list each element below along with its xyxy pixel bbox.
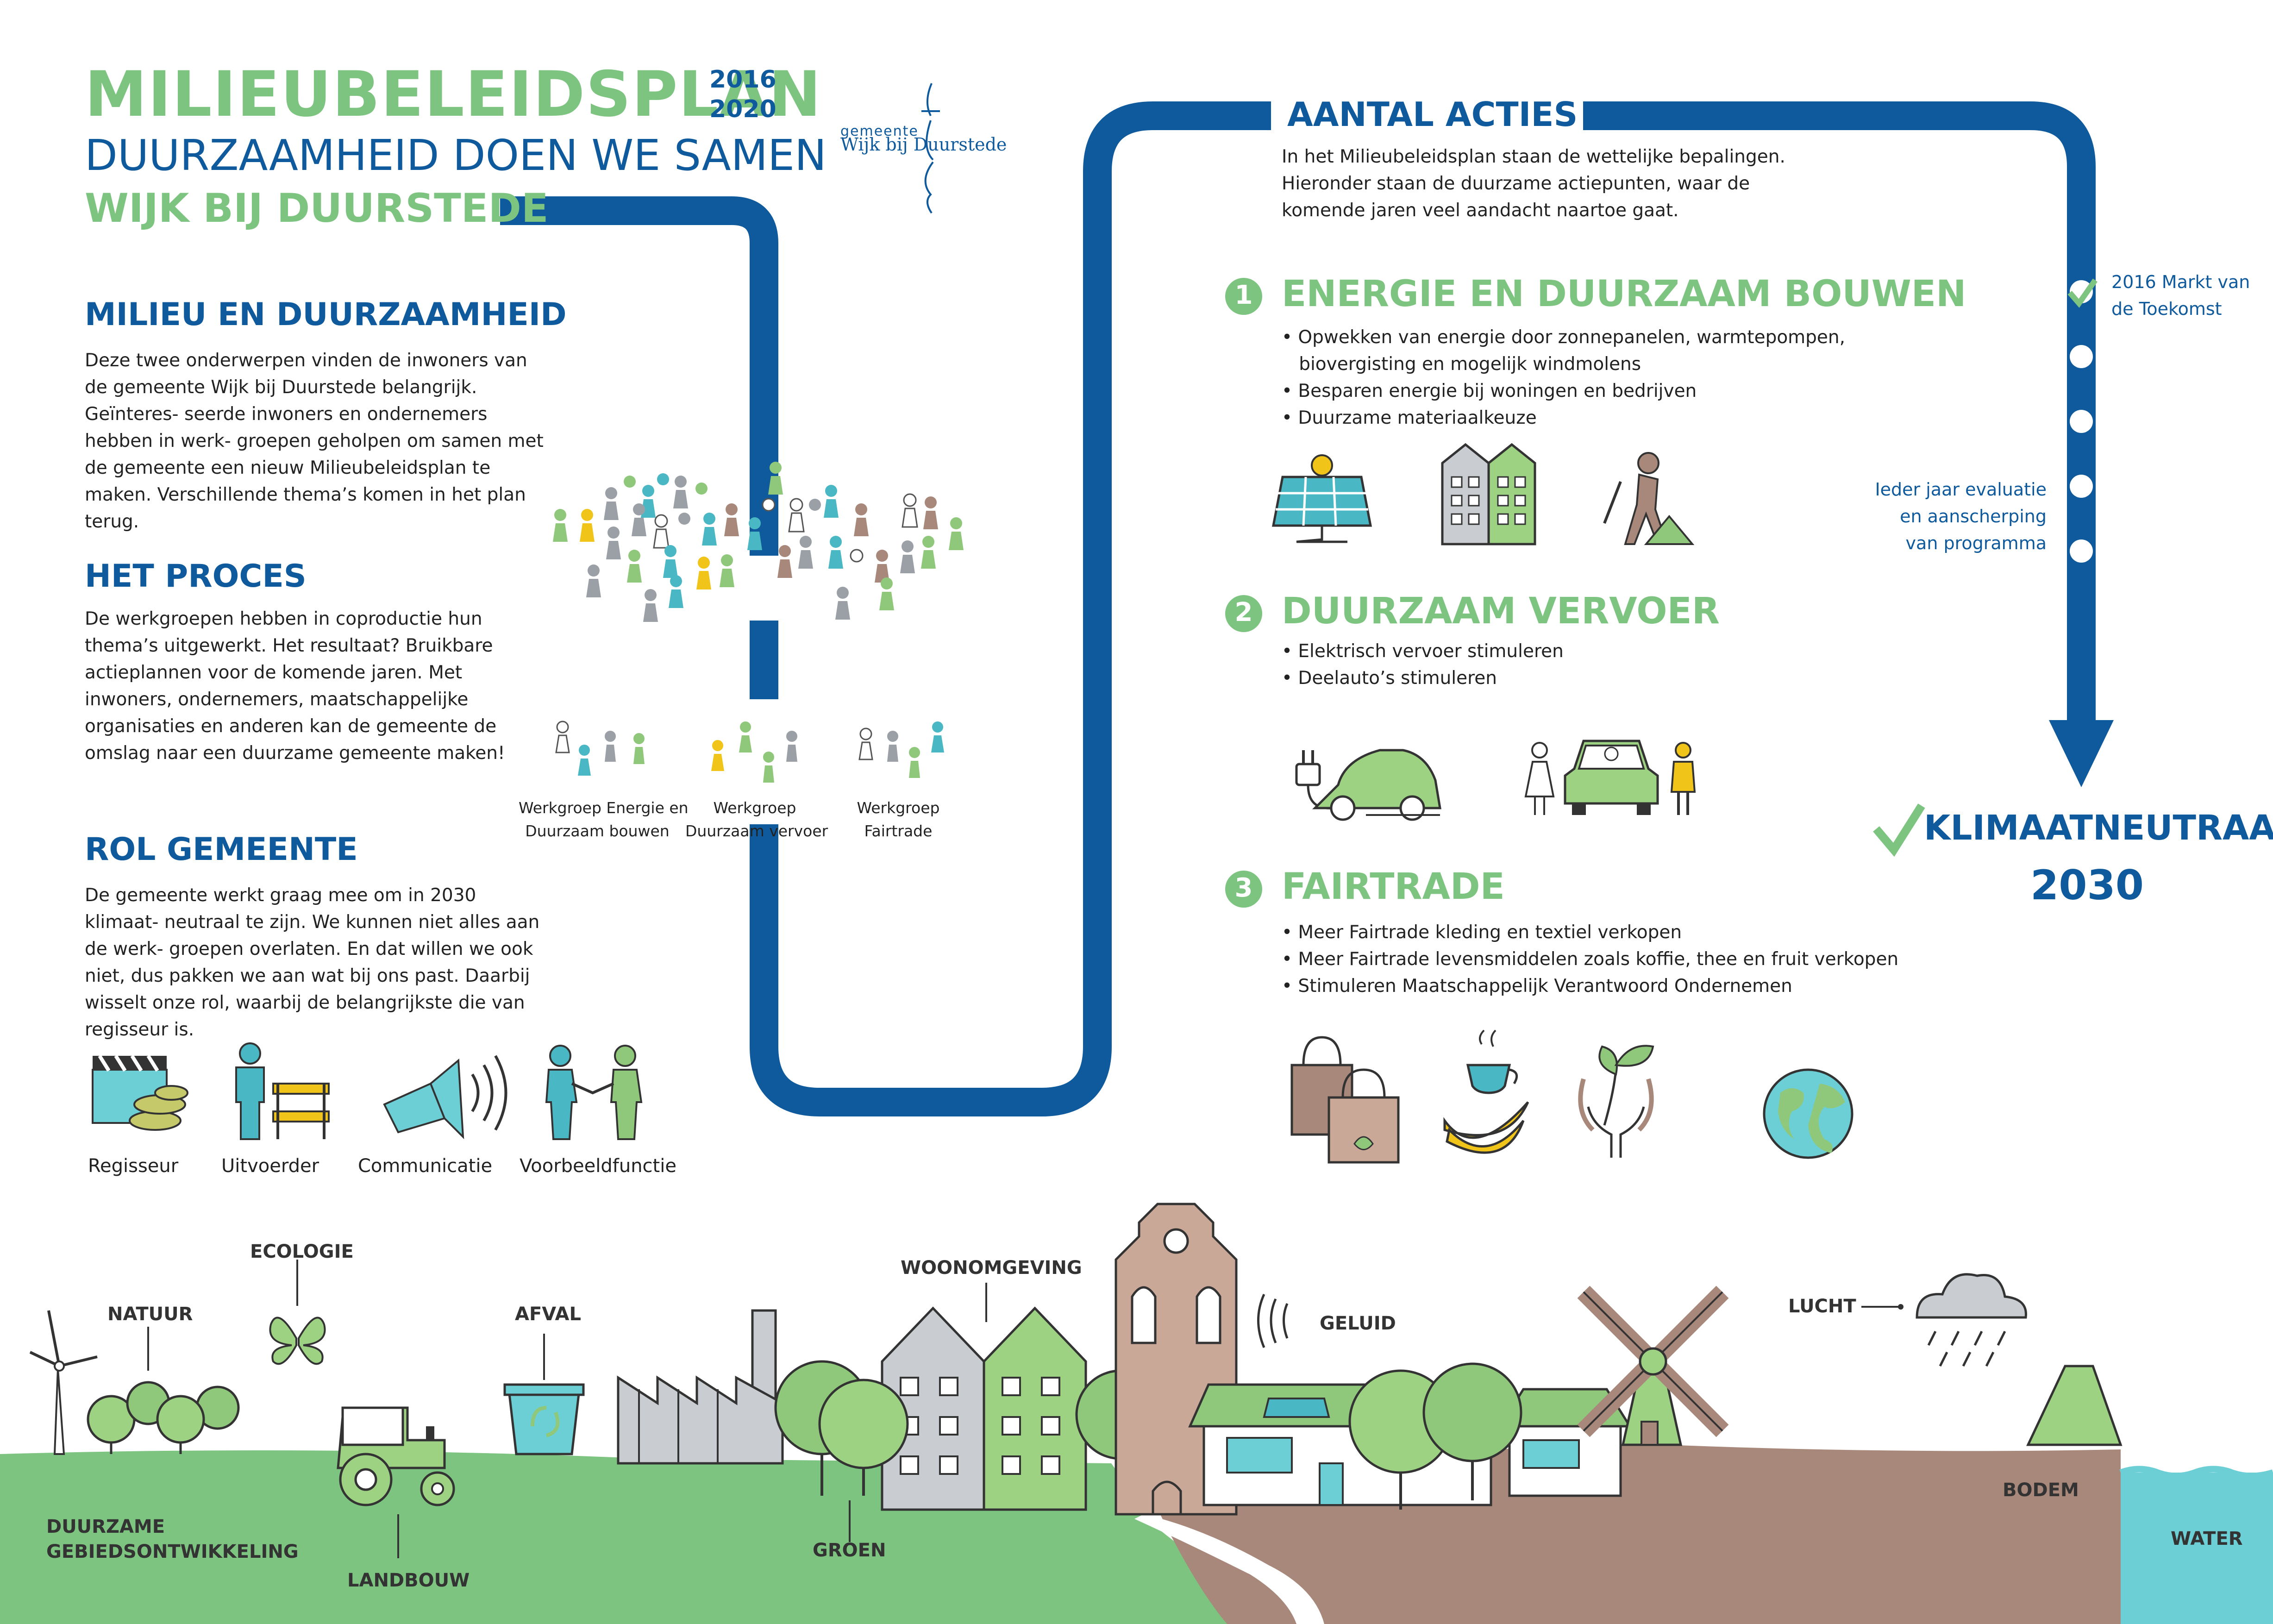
tractor-icon	[337, 1406, 455, 1558]
process-path	[500, 196, 778, 556]
action-2-title: DUURZAAM VERVOER	[1282, 590, 1720, 632]
action-3-title: FAIRTRADE	[1282, 866, 1505, 908]
fairtrade-bags-icon	[1290, 1036, 1400, 1164]
butterfly-icon	[269, 1260, 326, 1365]
water	[2121, 1473, 2273, 1624]
action-1-number: 1	[1234, 280, 1253, 310]
action-3-bullets: • Meer Fairtrade kleding en textiel verk…	[1282, 922, 1899, 997]
arrow-head	[2049, 720, 2114, 787]
label-lucht: LUCHT	[1788, 1296, 1856, 1317]
recycle-bin-icon	[503, 1334, 585, 1455]
communicatie-icon	[383, 1055, 507, 1140]
dike	[2026, 1365, 2123, 1446]
role-communicatie-label: Communicatie	[358, 1155, 493, 1177]
crowd	[553, 462, 964, 622]
coffee-banana-icon	[1443, 1029, 1529, 1154]
worker-icon	[1603, 452, 1695, 545]
role-uitvoerder-label: Uitvoerder	[221, 1155, 319, 1177]
timeline-dots	[2070, 280, 2093, 563]
process-path-top-right	[1563, 101, 2096, 727]
process-path-bottom	[750, 101, 1271, 1116]
label-ecologie: ECOLOGIE	[250, 1241, 354, 1262]
label-groen: GROEN	[813, 1540, 886, 1561]
action-1-title: ENERGIE EN DUURZAAM BOUWEN	[1282, 273, 1966, 315]
uitvoerder-icon	[235, 1042, 330, 1140]
rol-text: De gemeente werkt graag mee om in 2030 k…	[85, 885, 540, 1040]
milieu-text: Deze twee onderwerpen vinden de inwoners…	[85, 350, 544, 532]
page-title: MILIEUBELEIDSPLAN	[85, 58, 822, 131]
globe-icon	[1763, 1068, 1853, 1159]
municipality-name: WIJK BIJ DUURSTEDE	[85, 185, 549, 232]
label-woonomgeving: WOONOMGEVING	[901, 1257, 1082, 1279]
actions-intro: In het Milieubeleidsplan staan de wettel…	[1282, 146, 1785, 221]
voorbeeldfunctie-icon	[545, 1045, 643, 1140]
label-landbouw: LANDBOUW	[347, 1570, 470, 1591]
solar-panel-icon	[1271, 454, 1372, 543]
action-2-number: 2	[1234, 597, 1253, 627]
logo-name: Wijk bij Duurstede	[840, 134, 1007, 155]
label-water: WATER	[2171, 1528, 2243, 1549]
actions-heading: AANTAL ACTIES	[1282, 95, 1584, 134]
proces-heading: HET PROCES	[85, 558, 307, 595]
logo-label: gemeente	[840, 123, 919, 139]
village-trees	[1348, 1362, 1522, 1510]
workgroup-people	[555, 721, 944, 783]
role-regisseur-label: Regisseur	[88, 1155, 179, 1177]
buildings-icon	[1441, 443, 1536, 546]
windmill-icon	[1577, 1285, 1729, 1446]
rol-heading: ROL GEMEENTE	[85, 831, 358, 868]
proces-text: De werkgroepen hebben in coproductie hun…	[85, 608, 505, 764]
goal-check-icon	[1873, 803, 1925, 857]
plan-years: 2016 2020	[709, 66, 776, 123]
label-geluid: GELUID	[1320, 1313, 1396, 1334]
electric-car-icon	[1295, 749, 1441, 821]
number-badges	[1225, 278, 1262, 908]
label-afval: AFVAL	[515, 1304, 581, 1325]
check-icon	[2067, 278, 2098, 308]
action-3-number: 3	[1234, 873, 1253, 903]
plant-hands-icon	[1578, 1045, 1654, 1158]
houses-icon	[881, 1283, 1087, 1511]
goal-title: KLIMAATNEUTRAAL	[1924, 808, 2273, 848]
label-bodem: BODEM	[2003, 1480, 2079, 1501]
label-natuur: NATUUR	[107, 1304, 193, 1325]
action-1-bullets: • Opwekken van energie door zonnepanelen…	[1282, 327, 1846, 428]
role-voorbeeldfunctie-label: Voorbeeldfunctie	[520, 1155, 676, 1177]
milieu-heading: MILIEU EN DUURZAAMHEID	[85, 296, 567, 333]
road	[1134, 1514, 1324, 1624]
factory-icon	[617, 1309, 784, 1465]
action-2-bullets: • Elektrisch vervoer stimuleren• Deelaut…	[1282, 641, 1564, 689]
farmhouse-icon	[1498, 1388, 1632, 1497]
page-subtitle: DUURZAAMHEID DOEN WE SAMEN	[85, 131, 827, 180]
goal-year: 2030	[2030, 861, 2144, 909]
rain-cloud-icon	[1861, 1273, 2027, 1367]
regisseur-icon	[92, 1054, 188, 1131]
nature-trees	[87, 1327, 240, 1454]
wind-turbine-icon	[29, 1310, 98, 1455]
shared-car-icon	[1524, 740, 1696, 815]
